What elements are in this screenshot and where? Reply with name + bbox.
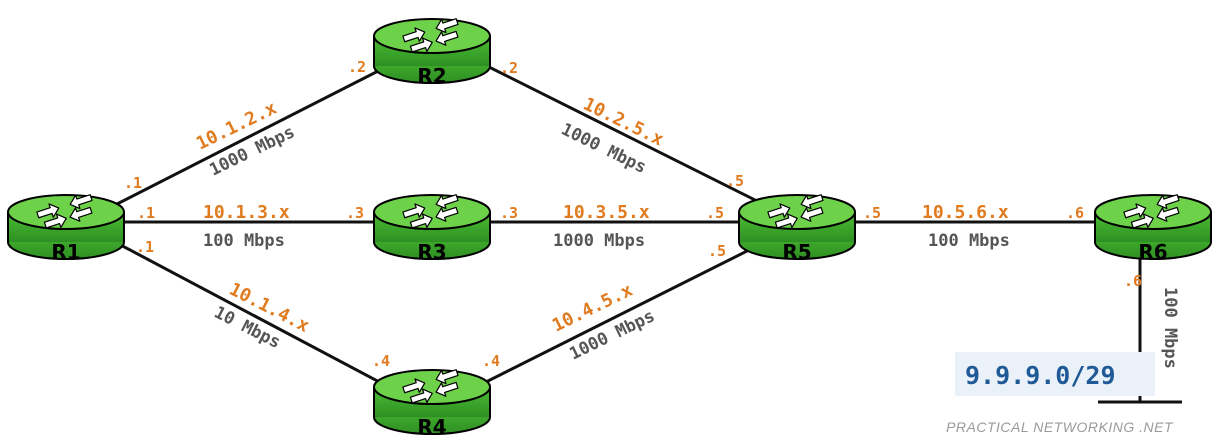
iface-r1-to-r4: .1 xyxy=(136,238,154,256)
router-label: R2 xyxy=(417,64,446,88)
router-label: R3 xyxy=(417,240,446,264)
network-label-r3-r5: 10.3.5.x xyxy=(563,202,650,223)
router-r1[interactable]: R1 xyxy=(7,190,125,264)
router-label: R1 xyxy=(51,240,80,264)
iface-r5-to-r6: .5 xyxy=(863,204,881,222)
links xyxy=(114,63,1182,404)
brand-watermark: PRACTICAL NETWORKING .NET xyxy=(946,419,1174,435)
link-r1-r4 xyxy=(114,240,386,387)
iface-r3-to-r5: .3 xyxy=(500,204,518,222)
bandwidth-label-stub: 100 Mbps xyxy=(1160,287,1180,369)
router-r4[interactable]: R4 xyxy=(373,365,491,439)
router-r3[interactable]: R3 xyxy=(373,190,491,264)
iface-r5-to-r4: .5 xyxy=(708,242,726,260)
iface-r6-stub: .6 xyxy=(1124,272,1142,290)
iface-r5-to-r3: .5 xyxy=(706,204,724,222)
iface-r1-to-r3: .1 xyxy=(137,204,155,222)
link-r4-r5 xyxy=(479,240,766,387)
stub-network-prefix: 9.9.9.0/29 xyxy=(965,361,1116,390)
router-r6[interactable]: R6 xyxy=(1094,190,1212,264)
network-label-r1-r3: 10.1.3.x xyxy=(203,202,290,223)
iface-r3-to-r1: .3 xyxy=(346,204,364,222)
bandwidth-label-r1-r3: 100 Mbps xyxy=(203,231,285,251)
network-label-r5-r6: 10.5.6.x xyxy=(922,202,1009,223)
router-label: R6 xyxy=(1138,240,1167,264)
router-label: R5 xyxy=(782,240,811,264)
iface-r4-to-r1: .4 xyxy=(372,352,390,370)
link-r1-r2 xyxy=(114,63,391,207)
iface-r5-to-r2: .5 xyxy=(726,172,744,190)
iface-r4-to-r5: .4 xyxy=(482,352,500,370)
router-label: R4 xyxy=(417,415,446,439)
prefix-box xyxy=(955,352,1155,396)
iface-r6-to-r5: .6 xyxy=(1066,204,1084,222)
router-r5[interactable]: R5 xyxy=(738,190,856,264)
bandwidth-label-r5-r6: 100 Mbps xyxy=(928,231,1010,251)
iface-r1-to-r2: .1 xyxy=(124,174,142,192)
iface-r2-to-r5: .2 xyxy=(500,59,518,77)
bandwidth-label-r3-r5: 1000 Mbps xyxy=(553,231,645,251)
link-r2-r5 xyxy=(484,63,766,207)
router-r2[interactable]: R2 xyxy=(373,14,491,88)
iface-r2-to-r1: .2 xyxy=(348,58,366,76)
